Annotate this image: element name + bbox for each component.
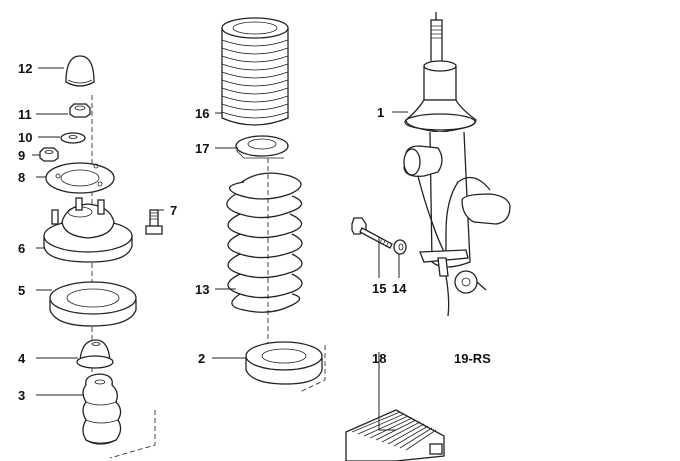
label-6: 6 [18, 241, 25, 256]
part-9-nut[interactable] [39, 147, 59, 162]
part-14-washer[interactable] [393, 239, 407, 255]
assembly-guide-left [109, 410, 156, 459]
part-18-control-unit[interactable] [345, 409, 445, 461]
label-4: 4 [18, 351, 26, 366]
part-3-bump-stop[interactable] [82, 373, 122, 445]
part-7-bolt[interactable] [145, 209, 163, 235]
part-1-shock-absorber[interactable] [403, 12, 511, 317]
label-18: 18 [372, 351, 386, 366]
label-1: 1 [377, 105, 384, 120]
part-15-hex-bolt[interactable] [351, 217, 393, 249]
part-11-nut[interactable] [69, 103, 91, 118]
part-17-support-ring[interactable] [235, 135, 289, 159]
label-7: 7 [170, 203, 177, 218]
part-labels: 12 11 10 9 8 7 6 5 4 3 16 17 13 2 1 15 1… [18, 61, 491, 403]
assembly-guide-middle [299, 345, 326, 393]
part-12-cover-cap[interactable] [65, 55, 95, 87]
part-13-coil-spring[interactable] [226, 172, 303, 313]
label-2: 2 [198, 351, 205, 366]
label-3: 3 [18, 388, 25, 403]
part-6-strut-mount[interactable] [43, 197, 133, 263]
label-11: 11 [18, 107, 32, 122]
part-5-upper-spring-pad[interactable] [49, 281, 137, 327]
label-8: 8 [18, 170, 25, 185]
label-12: 12 [18, 61, 32, 76]
label-13: 13 [195, 282, 209, 297]
label-5: 5 [18, 283, 25, 298]
label-9: 9 [18, 148, 25, 163]
label-16: 16 [195, 106, 209, 121]
part-10-washer[interactable] [60, 132, 86, 144]
part-8-gasket[interactable] [45, 162, 115, 194]
label-14: 14 [392, 281, 407, 296]
label-10: 10 [18, 130, 32, 145]
part-4-cap[interactable] [76, 339, 114, 369]
variant-label: 19-RS [454, 351, 491, 366]
leader-lines [32, 67, 408, 431]
label-17: 17 [195, 141, 209, 156]
part-2-lower-spring-pad[interactable] [245, 341, 323, 385]
label-15: 15 [372, 281, 386, 296]
part-16-protective-tube[interactable] [221, 17, 289, 126]
